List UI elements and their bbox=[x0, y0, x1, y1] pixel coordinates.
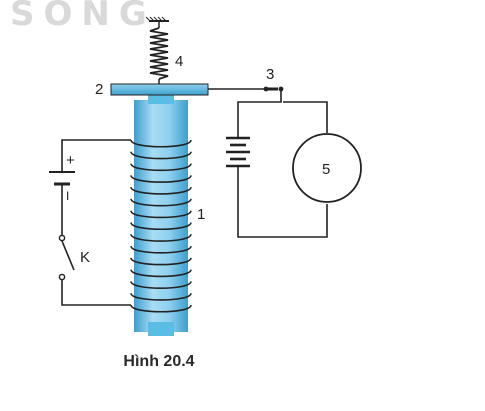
armature-plate bbox=[110, 83, 209, 96]
coil-turn bbox=[130, 186, 192, 195]
coil-turn bbox=[130, 257, 192, 266]
watermark: SONG bbox=[10, 0, 156, 34]
switch-icon bbox=[58, 234, 75, 281]
coil-turn bbox=[130, 304, 192, 313]
coil-turn bbox=[130, 280, 192, 289]
core-stub-bottom bbox=[148, 322, 174, 336]
coil-turn bbox=[130, 245, 192, 254]
spring-icon bbox=[149, 21, 169, 84]
left-circuit bbox=[61, 139, 131, 306]
label-minus: I bbox=[66, 189, 69, 203]
coil-turn bbox=[130, 233, 192, 242]
coil-turn bbox=[130, 139, 192, 148]
coil-turn bbox=[130, 151, 192, 160]
label-plus: + bbox=[66, 152, 75, 169]
coil-windings bbox=[130, 139, 192, 313]
coil-turn bbox=[130, 221, 192, 230]
label-device: 5 bbox=[322, 161, 330, 178]
coil-turn bbox=[130, 292, 192, 301]
label-contact: 3 bbox=[266, 66, 274, 83]
figure-caption: Hình 20.4 bbox=[123, 353, 194, 370]
coil-turn bbox=[130, 198, 192, 207]
label-spring: 4 bbox=[175, 53, 183, 70]
label-coil: 1 bbox=[197, 206, 205, 223]
coil-turn bbox=[130, 174, 192, 183]
core-stub-top bbox=[148, 94, 174, 104]
coil-turn bbox=[130, 209, 192, 219]
label-armature: 2 bbox=[95, 81, 103, 98]
device-circle bbox=[292, 133, 362, 203]
coil-turn bbox=[130, 162, 192, 172]
battery-icon bbox=[49, 171, 75, 186]
right-circuit bbox=[208, 86, 328, 238]
battery-pack-icon bbox=[226, 136, 250, 168]
label-switch: K bbox=[80, 249, 90, 266]
coil-turn bbox=[130, 268, 192, 278]
